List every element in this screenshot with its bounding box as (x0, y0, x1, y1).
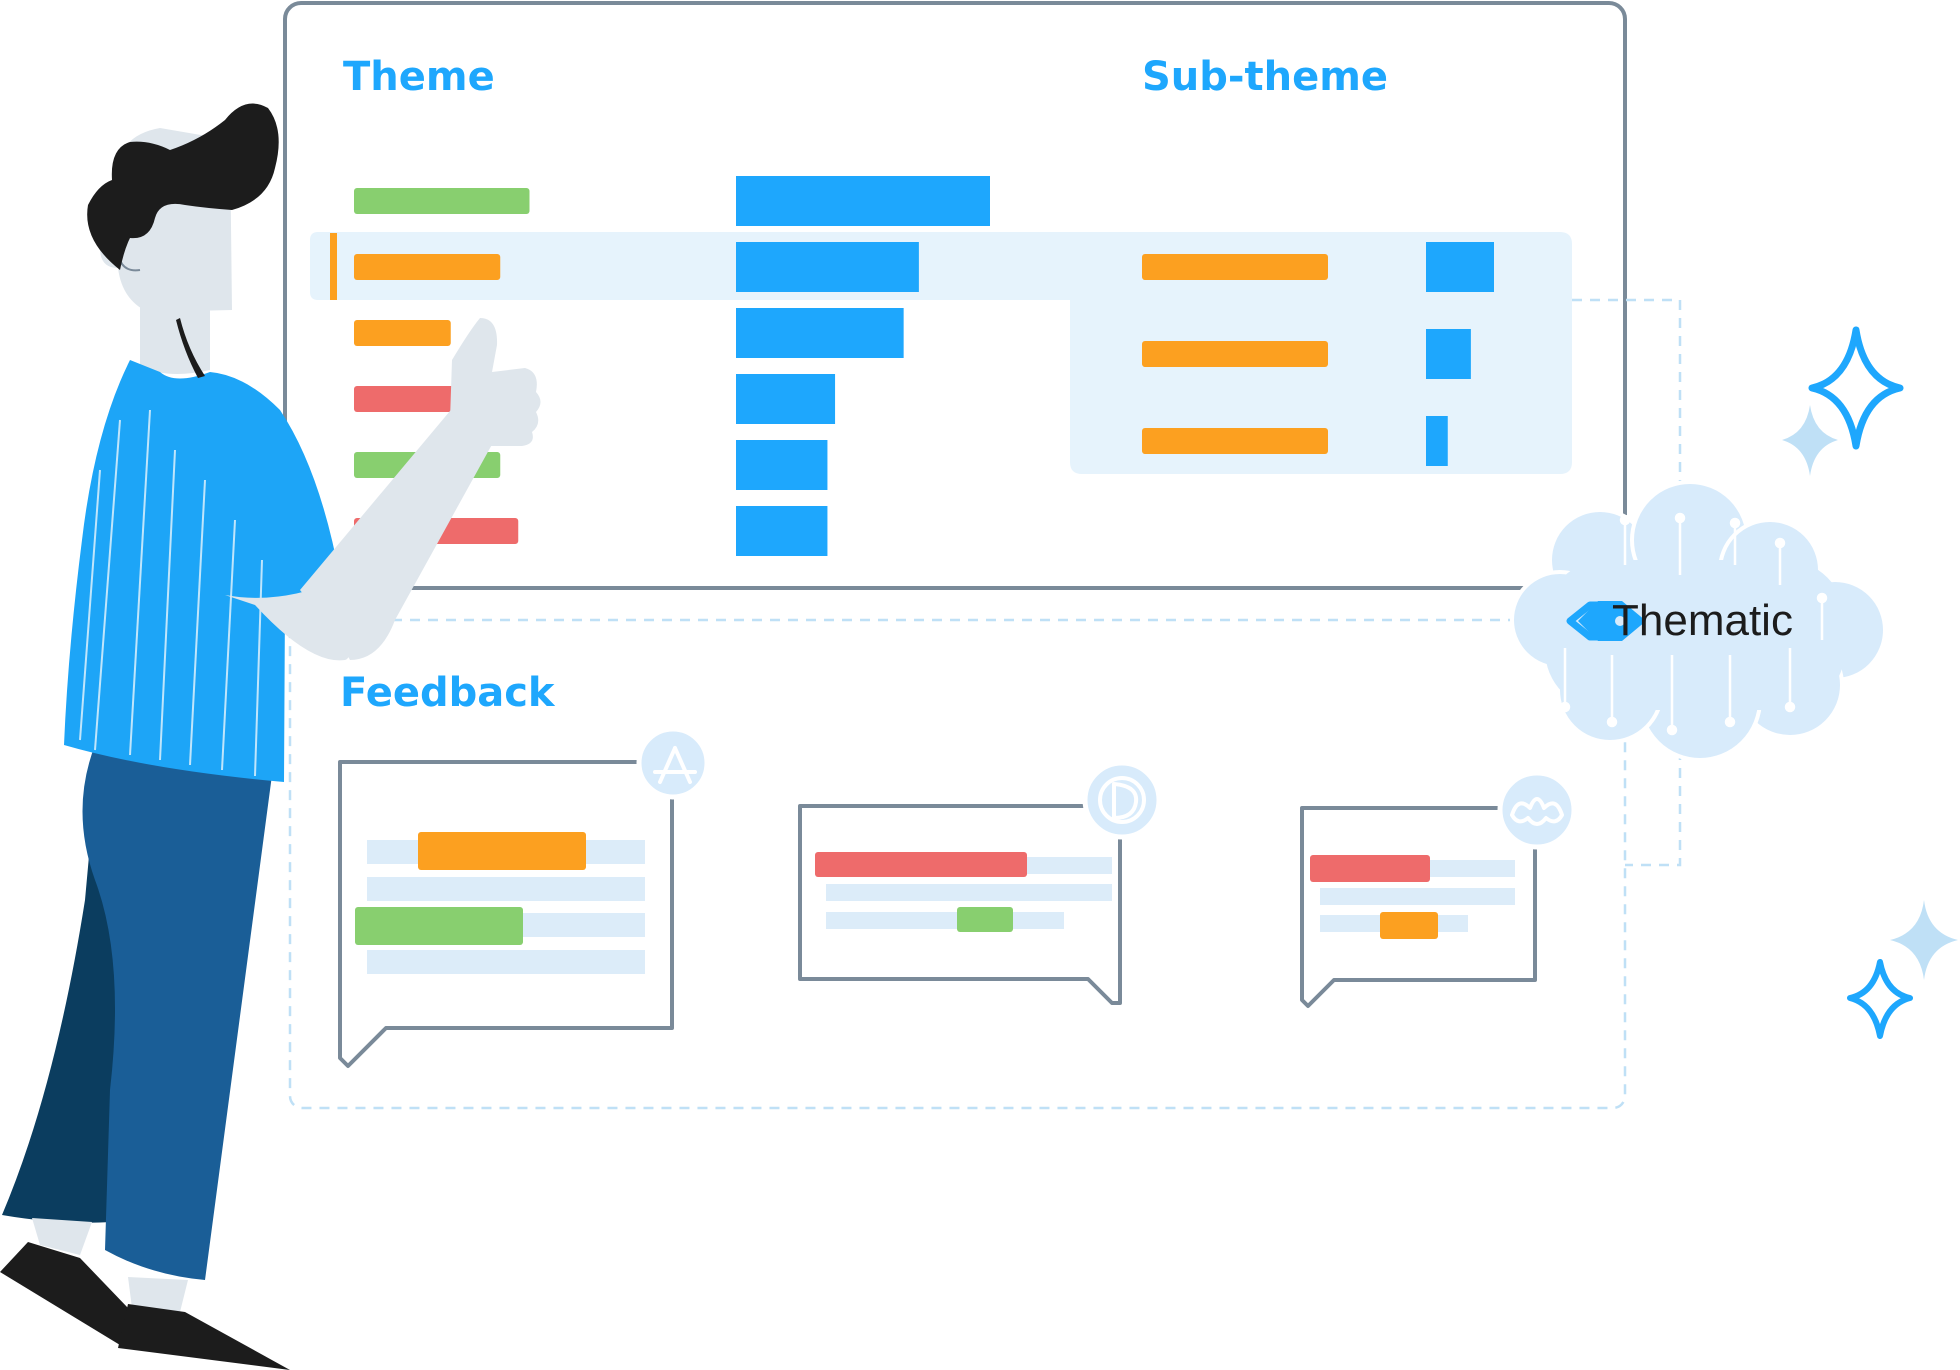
feedback-highlight-green (355, 907, 523, 945)
thematic-brand-name: Thematic (1612, 596, 1793, 645)
subtheme-heading: Sub-theme (1142, 54, 1388, 100)
theme-label-bar (354, 188, 530, 214)
shirt-stripes (79, 409, 263, 777)
feedback-card (1300, 770, 1577, 1008)
person-shoe (118, 1304, 290, 1370)
theme-volume-bar (736, 440, 828, 490)
person-sock (32, 1218, 92, 1255)
feedback-highlight-orange (1380, 912, 1438, 939)
theme-heading: Theme (343, 54, 495, 100)
sparkle-icon (1782, 405, 1838, 476)
person-front-leg (82, 745, 272, 1280)
feedback-area-dashed (288, 618, 1627, 1110)
feedback-text-line (826, 884, 1112, 901)
subtheme-volume-bar (1426, 329, 1471, 379)
person-shirt (64, 360, 340, 782)
subtheme-volume-bar (1426, 416, 1448, 466)
feedback-text-line (367, 877, 645, 901)
person-sock (128, 1277, 188, 1312)
feedback-text-line (367, 950, 645, 974)
theme-row[interactable] (354, 242, 919, 292)
speech-bubble (1300, 806, 1537, 1008)
selected-row-indicator (330, 233, 337, 300)
subtheme-row[interactable] (1142, 242, 1494, 292)
subtheme-label-bar (1142, 341, 1328, 367)
feedback-text-line (826, 912, 1064, 929)
theme-row[interactable] (354, 176, 990, 226)
feedback-highlight-red (1310, 855, 1430, 882)
theme-label-bar (354, 254, 501, 280)
feedback-highlight-orange (418, 832, 586, 870)
theme-volume-bar (736, 308, 904, 358)
subtheme-rows (1142, 242, 1494, 466)
feedback-text-line (1320, 888, 1515, 905)
person-figure (0, 103, 541, 1370)
person-hair (87, 103, 279, 270)
person-collar (176, 318, 205, 378)
survey-monkey-icon (1497, 770, 1577, 850)
speech-bubble (798, 804, 1122, 1005)
person-shoe (0, 1242, 128, 1345)
subtheme-label-bar (1142, 428, 1328, 454)
theme-volume-bar (736, 374, 836, 424)
theme-row[interactable] (354, 308, 904, 358)
feedback-heading: Feedback (340, 670, 556, 716)
person-forearm (300, 405, 500, 660)
theme-label-bar (354, 320, 451, 346)
theme-volume-bar (736, 506, 828, 556)
feedback-card (798, 760, 1162, 1005)
feedback-highlight-green (957, 907, 1013, 932)
subtheme-volume-bar (1426, 242, 1494, 292)
connector-dashed (1572, 298, 1682, 867)
app-store-icon (636, 726, 710, 800)
theme-volume-bar (736, 242, 919, 292)
subtheme-label-bar (1142, 254, 1328, 280)
sparkle-icon (1808, 326, 1904, 450)
subtheme-row[interactable] (1142, 329, 1471, 379)
selected-theme-highlight (310, 232, 1572, 474)
person-hand (450, 318, 541, 446)
thematic-cloud: Thematic (1510, 480, 1887, 762)
theme-volume-bar (736, 176, 990, 226)
sparkle-icon (1890, 900, 1958, 980)
thematic-tag-icon (1566, 601, 1646, 641)
subtheme-row[interactable] (1142, 416, 1448, 466)
review-site-icon (1082, 760, 1162, 840)
feedback-highlight-red (815, 852, 1027, 877)
feedback-card (338, 726, 710, 1068)
sparkle-icon (1847, 959, 1913, 1039)
